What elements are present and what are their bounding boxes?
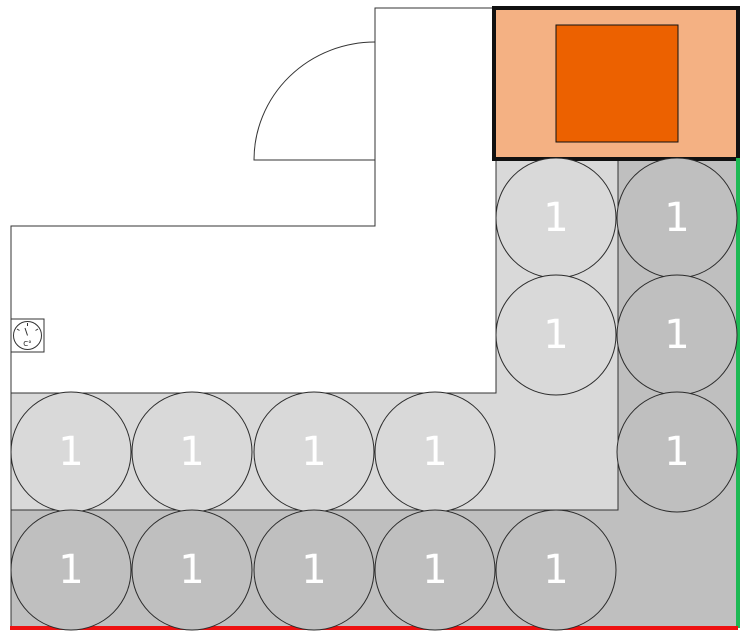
cell-label: 1 — [543, 195, 568, 241]
cell-label: 1 — [179, 429, 204, 475]
outer-row-cell: 1 — [495, 509, 617, 631]
gauge-tick — [16, 328, 20, 331]
inner-column-cell: 1 — [495, 274, 617, 396]
cell-label: 1 — [664, 195, 689, 241]
gauge-tick — [35, 328, 39, 331]
cell-circle — [495, 274, 617, 396]
gauge-needle — [24, 327, 28, 336]
inner-row-cell: 1 — [131, 391, 253, 513]
room-outline — [10, 7, 497, 393]
cell-label: 1 — [58, 547, 83, 593]
cell-grid: 1 1 1 1 1 1 1 1 1 1 1 1 1 1 — [10, 157, 738, 631]
cell-label: 1 — [422, 429, 447, 475]
cell-circle — [131, 509, 253, 631]
outer-row-cell: 1 — [131, 509, 253, 631]
outer-row-cell: 1 — [374, 509, 496, 631]
cell-label: 1 — [179, 547, 204, 593]
cell-label: 1 — [664, 429, 689, 475]
cell-label: 1 — [664, 312, 689, 358]
outer-column-cell: 1 — [616, 157, 738, 279]
inner-row-cell: 1 — [374, 391, 496, 513]
equipment-inner — [555, 24, 679, 143]
outer-column-cell: 1 — [616, 391, 738, 513]
outer-row-cell: 1 — [253, 509, 375, 631]
inner-row-cell: 1 — [253, 391, 375, 513]
cell-circle — [374, 509, 496, 631]
cell-label: 1 — [301, 547, 326, 593]
outer-row-cell: 1 — [10, 509, 132, 631]
outer-column-cell: 1 — [616, 274, 738, 396]
cell-label: 1 — [301, 429, 326, 475]
cell-label: 1 — [543, 312, 568, 358]
cell-label: 1 — [58, 429, 83, 475]
gauge-unit-label: C° — [23, 340, 31, 348]
door — [253, 41, 376, 161]
door-swing-icon — [253, 41, 376, 161]
cell-circle — [616, 391, 738, 513]
inner-column-cell: 1 — [495, 157, 617, 279]
cell-circle — [10, 509, 132, 631]
thermometer-gauge-icon: C° — [10, 318, 45, 353]
equipment-block — [492, 6, 740, 161]
cell-circle — [253, 509, 375, 631]
cell-circle — [495, 509, 617, 631]
cell-label: 1 — [543, 547, 568, 593]
cell-label: 1 — [422, 547, 447, 593]
inner-row-cell: 1 — [10, 391, 132, 513]
